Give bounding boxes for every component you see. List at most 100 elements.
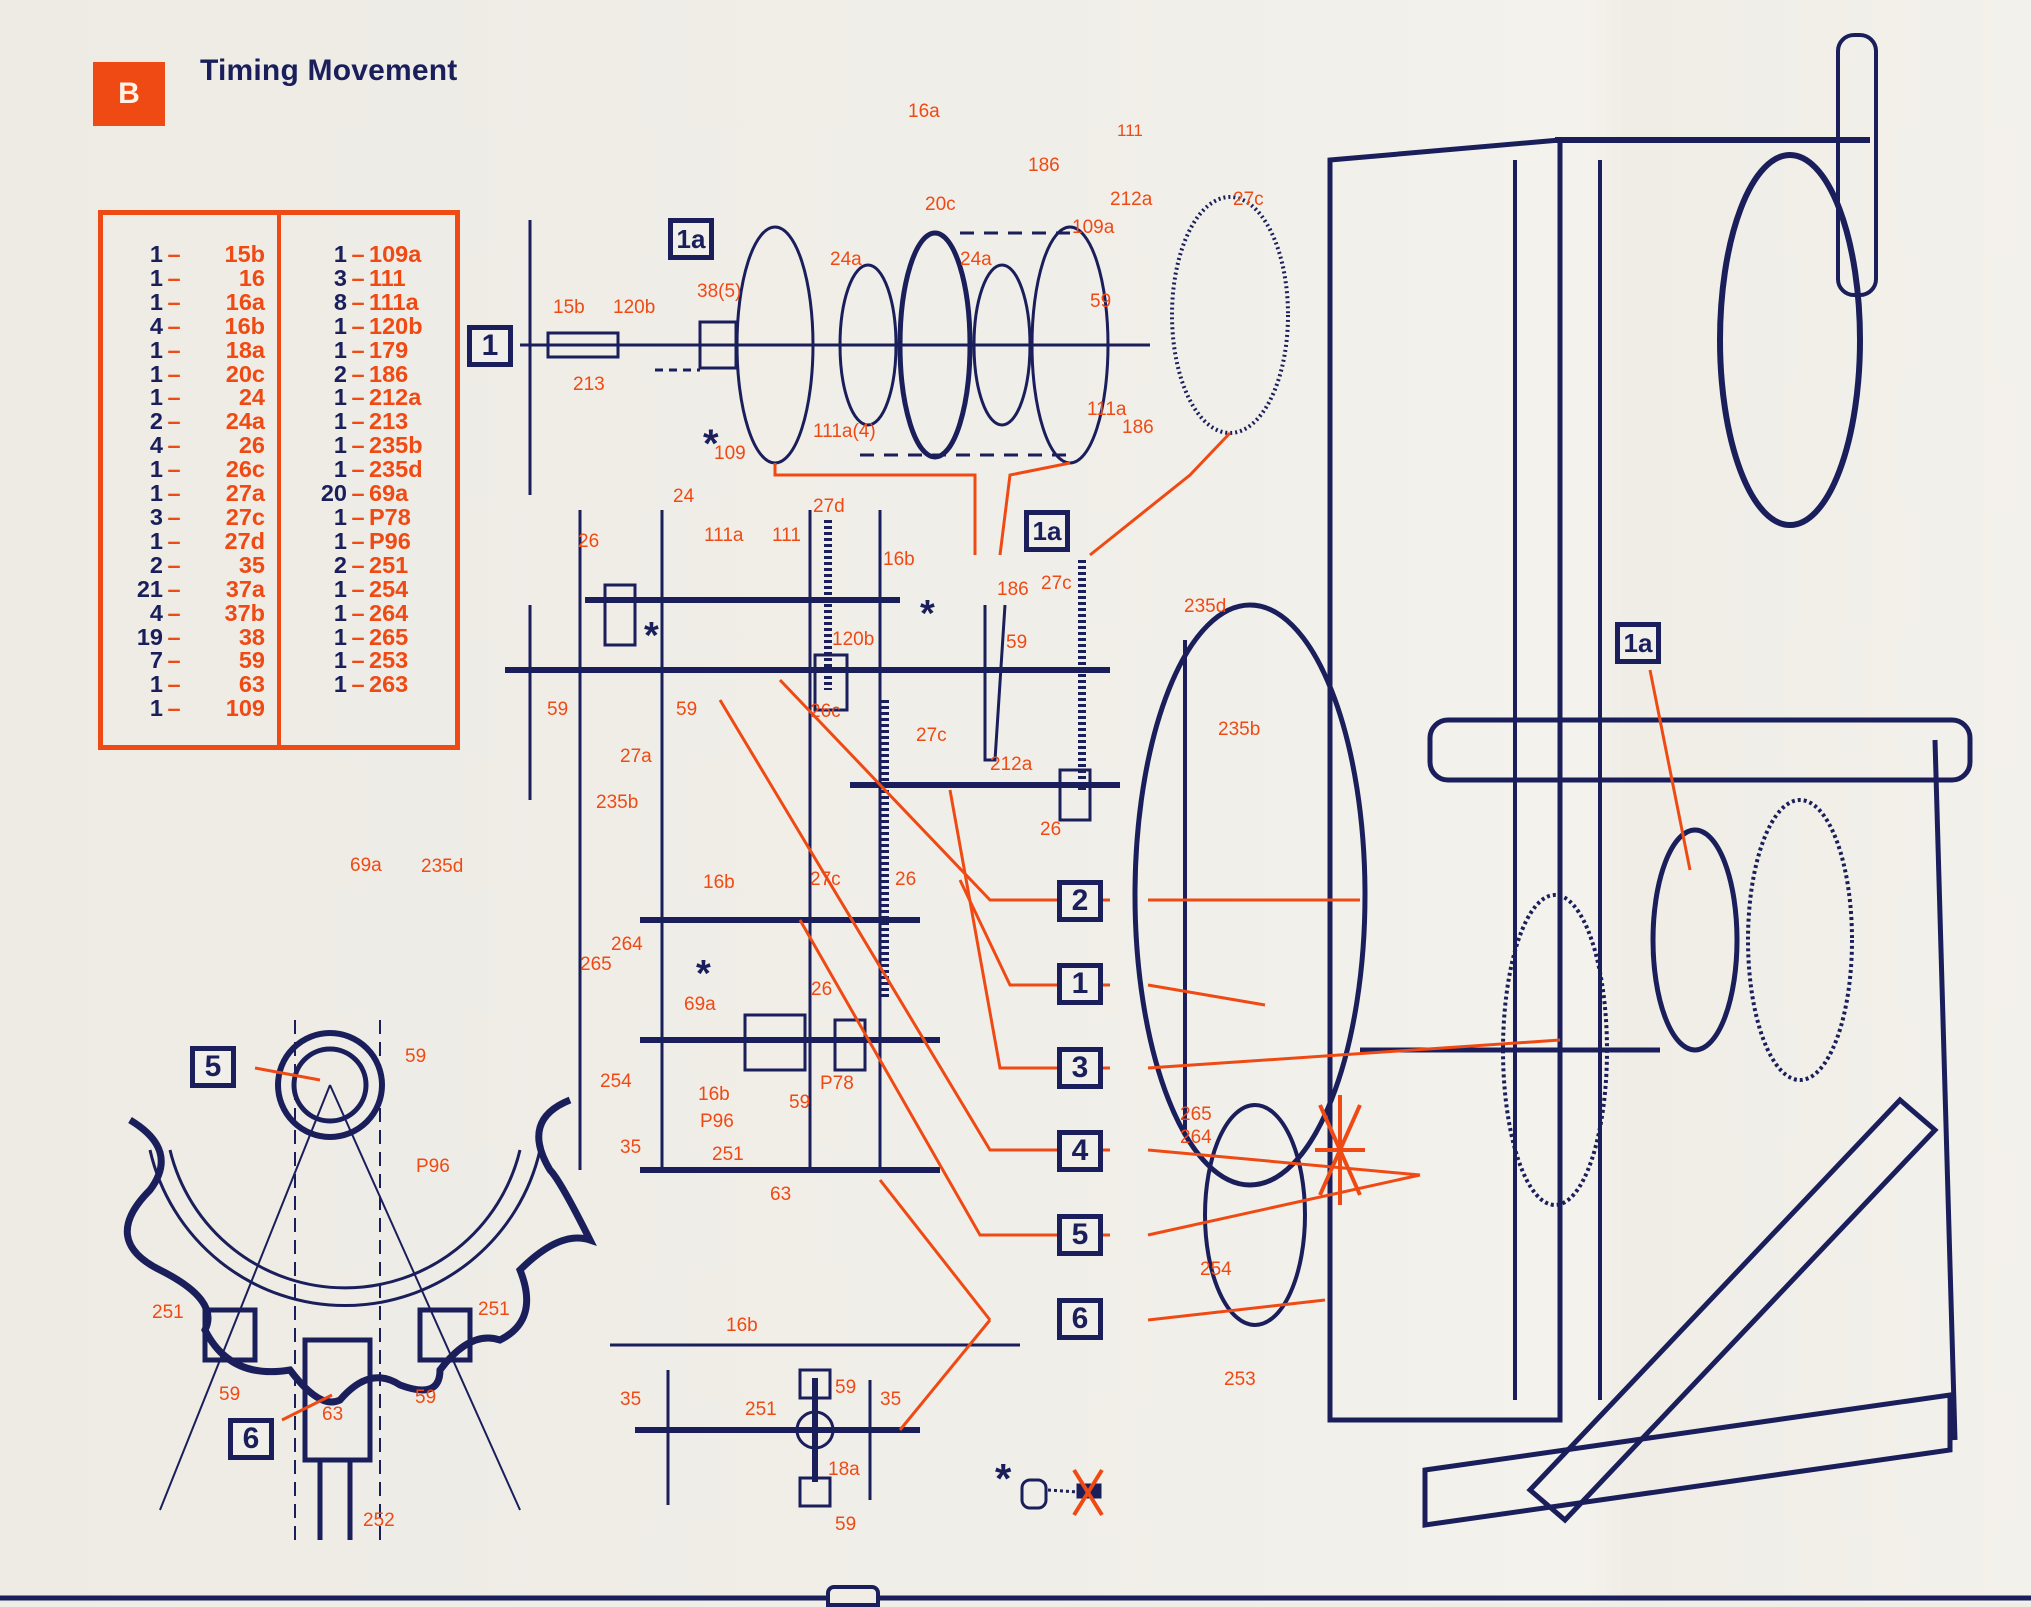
separator-dash: – bbox=[167, 695, 181, 722]
separator-dash: – bbox=[167, 336, 181, 363]
collar-right bbox=[417, 1307, 473, 1363]
parts-list-row: 1–27d bbox=[103, 527, 277, 554]
parts-list-row: 1–16 bbox=[103, 266, 277, 291]
parts-list-row: 1–212a bbox=[281, 386, 455, 410]
part-quantity: 1 bbox=[149, 241, 163, 267]
escape-wheel-teeth bbox=[123, 1096, 597, 1406]
part-number: 35 bbox=[238, 551, 265, 578]
label-186-mid: 186 bbox=[997, 579, 1029, 600]
step-box-1a-model: 1a bbox=[1615, 622, 1661, 664]
separator-dash: – bbox=[351, 623, 365, 650]
separator-dash: – bbox=[351, 432, 365, 459]
label-27c: 27c bbox=[1233, 189, 1264, 210]
label-16b-lower: 16b bbox=[703, 872, 735, 893]
part-quantity: 2 bbox=[149, 551, 163, 578]
leader-step-6a bbox=[898, 1319, 992, 1431]
part-quantity: 8 bbox=[333, 288, 347, 315]
part-quantity: 3 bbox=[333, 264, 347, 291]
part-number: 254 bbox=[369, 575, 409, 602]
parts-list-row: 1–254 bbox=[281, 575, 455, 602]
part-number: 213 bbox=[369, 408, 409, 435]
label-264-model: 264 bbox=[1180, 1127, 1212, 1148]
label-24a-right: 24a bbox=[960, 249, 992, 270]
parts-list-row: 7–59 bbox=[103, 649, 277, 673]
pinion-26-right bbox=[1058, 768, 1092, 822]
part-number: 186 bbox=[369, 360, 409, 387]
label-27d: 27d bbox=[813, 496, 845, 517]
label-20c: 20c bbox=[925, 194, 956, 215]
label-15b: 15b bbox=[553, 297, 585, 318]
label-254-model: 254 bbox=[1200, 1259, 1232, 1280]
part-quantity: 1 bbox=[333, 527, 347, 554]
step-box-3: 3 bbox=[1057, 1047, 1103, 1089]
step-box-6-detail: 6 bbox=[228, 1418, 274, 1460]
parts-list-row: 2–186 bbox=[281, 360, 455, 387]
part-quantity: 1 bbox=[149, 456, 163, 483]
separator-dash: – bbox=[167, 241, 181, 267]
step-box-6: 6 bbox=[1057, 1298, 1103, 1340]
part-quantity: 4 bbox=[149, 599, 163, 626]
parts-list-row: 4–26 bbox=[103, 432, 277, 459]
separator-dash: – bbox=[167, 575, 181, 602]
parts-list-row: 3–27c bbox=[103, 505, 277, 530]
label-26c: 26c bbox=[810, 701, 841, 722]
collar-59-bottom bbox=[798, 1476, 832, 1508]
label-109: 109 bbox=[714, 443, 746, 464]
part-number: 251 bbox=[369, 551, 409, 578]
separator-dash: – bbox=[351, 264, 365, 291]
label-26-lower: 26 bbox=[895, 869, 917, 890]
step-box-5-detail: 5 bbox=[190, 1046, 236, 1088]
label-59-bottom: 59 bbox=[789, 1092, 811, 1113]
label-186-bottom: 186 bbox=[1122, 417, 1154, 438]
label-59-escapement-right: 59 bbox=[415, 1387, 437, 1408]
label-18a-detail: 18a bbox=[828, 1459, 860, 1480]
part-quantity: 4 bbox=[149, 432, 163, 459]
step-box-1a-mid: 1a bbox=[1024, 510, 1070, 552]
label-59: 59 bbox=[1090, 291, 1112, 312]
parts-list-row: 1–235d bbox=[281, 456, 455, 483]
label-26-gear: 26 bbox=[811, 979, 833, 1000]
pulley-186-edge bbox=[983, 604, 1007, 762]
part-number: 235d bbox=[369, 456, 423, 483]
step-box-4: 4 bbox=[1057, 1130, 1103, 1172]
part-number: 37b bbox=[224, 599, 266, 626]
label-35-mid: 35 bbox=[620, 1137, 642, 1158]
label-27c-mid: 27c bbox=[916, 725, 947, 746]
part-number: 265 bbox=[369, 623, 409, 650]
label-35-detail-left: 35 bbox=[620, 1389, 642, 1410]
part-quantity: 1 bbox=[149, 695, 163, 722]
label-251-mid: 251 bbox=[712, 1144, 744, 1165]
label-16a: 16a bbox=[908, 101, 940, 122]
part-number: 63 bbox=[238, 671, 265, 698]
part-quantity: 1 bbox=[149, 527, 163, 554]
label-16b-bottom: 16b bbox=[698, 1084, 730, 1105]
parts-list-row: 1–109a bbox=[281, 242, 455, 267]
label-63-mid: 63 bbox=[770, 1184, 792, 1205]
parts-list-row: 1–27a bbox=[103, 481, 277, 506]
part-quantity: 7 bbox=[149, 647, 163, 674]
separator-dash: – bbox=[351, 551, 365, 578]
parts-list-row: 1–20c bbox=[103, 360, 277, 387]
separator-dash: – bbox=[167, 623, 181, 650]
label-26-right: 26 bbox=[1040, 819, 1062, 840]
separator-dash: – bbox=[351, 288, 365, 315]
label-235d-model: 235d bbox=[1184, 596, 1227, 617]
escape-wheel-hub bbox=[743, 1013, 807, 1072]
step-box-2: 2 bbox=[1057, 880, 1103, 922]
leader-5-right bbox=[1147, 1173, 1421, 1237]
label-p96-escapement: P96 bbox=[416, 1156, 450, 1177]
escapement-outer-ring bbox=[275, 1030, 385, 1140]
separator-dash: – bbox=[167, 432, 181, 459]
separator-dash: – bbox=[167, 360, 181, 387]
pulley-20c bbox=[897, 230, 973, 460]
leader-3-right bbox=[1147, 1038, 1561, 1070]
part-number: P96 bbox=[369, 527, 411, 554]
label-27a: 27a bbox=[620, 746, 652, 767]
part-number: 109 bbox=[225, 695, 265, 722]
part-quantity: 19 bbox=[136, 623, 163, 650]
model-vertical-strip bbox=[1836, 33, 1878, 297]
part-quantity: 1 bbox=[333, 647, 347, 674]
separator-dash: – bbox=[351, 527, 365, 554]
label-16b-detail: 16b bbox=[726, 1315, 758, 1336]
